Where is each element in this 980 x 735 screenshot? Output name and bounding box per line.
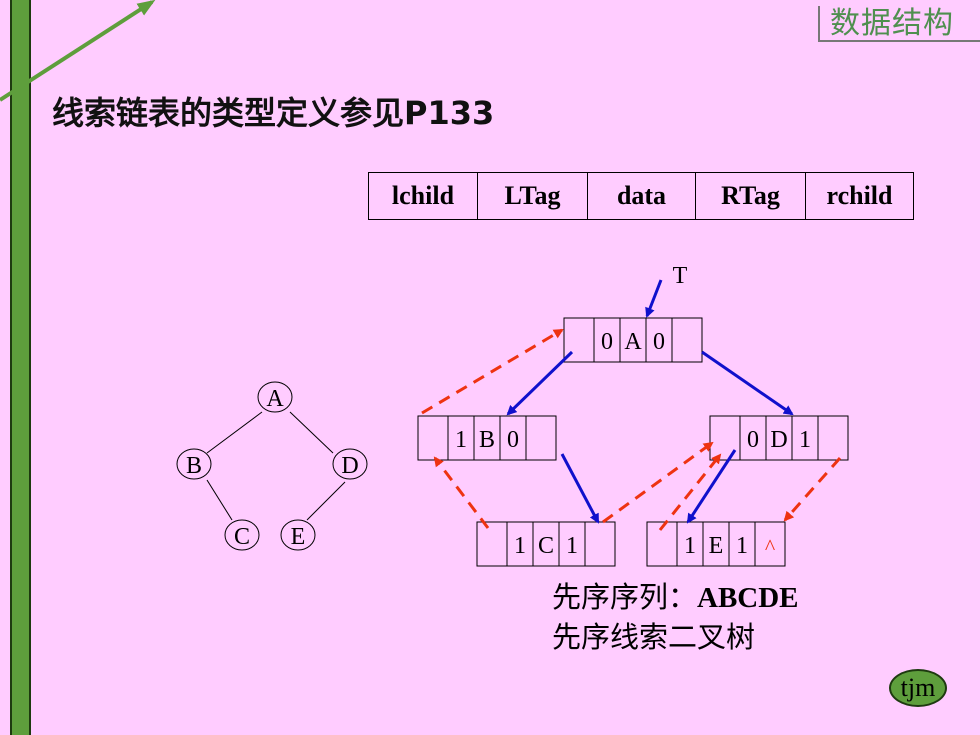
field-lchild: lchild <box>391 181 455 210</box>
tree-node-A: A <box>257 381 293 413</box>
thread-node-E-value-2: E <box>709 533 724 559</box>
field-ltag: LTag <box>477 173 587 219</box>
thread-node-A-cell-1: 0 <box>593 317 621 363</box>
svg-text:B: B <box>186 453 202 479</box>
thread-node-C-value-3: 1 <box>566 533 578 559</box>
thread-node-E-cell-1: 1 <box>676 521 704 567</box>
svg-text:C: C <box>234 524 250 550</box>
thread-node-A-cell-2: A <box>619 317 647 363</box>
thread-node-A-value-3: 0 <box>653 329 665 355</box>
tree-node-D: D <box>332 448 368 480</box>
field-rchild: rchild <box>805 173 913 219</box>
svg-text:E: E <box>291 524 306 550</box>
tree-edges <box>206 411 346 521</box>
thread-node-E-value-3: 1 <box>736 533 748 559</box>
thread-node-A-cell-3: 0 <box>645 317 673 363</box>
child-pointer-arrows <box>506 350 794 524</box>
thread-node-D-value-3: 1 <box>799 427 811 453</box>
thread-node-A-value-2: A <box>624 329 642 355</box>
thread-node-C-cell-3: 1 <box>558 521 586 567</box>
field-data: data <box>587 173 695 219</box>
tree-node-B: B <box>176 448 212 480</box>
thread-node-B-value-2: B <box>479 427 495 453</box>
thread-node-C-cell-0 <box>476 521 508 567</box>
author-badge: tjm <box>889 669 947 707</box>
thread-node-D-cell-1: 0 <box>739 415 767 461</box>
page-title: 线索链表的类型定义参见P133 <box>52 94 495 132</box>
svg-text:D: D <box>341 453 358 479</box>
thread-node-D-cell-2: D <box>765 415 793 461</box>
thread-node-E-cell-2: E <box>702 521 730 567</box>
thread-node-C-value-2: C <box>538 533 554 559</box>
thread-node-C-cell-4 <box>584 521 616 567</box>
decor-arrow <box>0 0 156 102</box>
thread-node-D-cell-3: 1 <box>791 415 819 461</box>
node-structure-table: lchild LTag data RTag rchild <box>368 172 914 220</box>
sequence-value: ABCDE <box>697 582 799 614</box>
thread-node-B-value-1: 1 <box>455 427 467 453</box>
svg-text:A: A <box>266 386 284 412</box>
thread-node-D-value-1: 0 <box>747 427 759 453</box>
thread-node-C-value-1: 1 <box>514 533 526 559</box>
thread-node-D-value-2: D <box>770 427 787 453</box>
thread-arrows <box>421 328 842 531</box>
tree-node-C: C <box>224 519 260 551</box>
thread-node-B-cell-3: 0 <box>499 415 527 461</box>
pointer-arrow-t <box>645 279 663 318</box>
field-rtag: RTag <box>695 173 805 219</box>
thread-node-B-cell-4 <box>525 415 557 461</box>
thread-node-E-value-4: ^ <box>765 534 776 559</box>
thread-node-D-cell-4 <box>817 415 849 461</box>
thread-node-C-cell-1: 1 <box>506 521 534 567</box>
thread-node-B-cell-1: 1 <box>447 415 475 461</box>
thread-node-B-cell-0 <box>417 415 449 461</box>
thread-node-E-cell-4: ^ <box>754 521 786 567</box>
thread-node-E-value-1: 1 <box>684 533 696 559</box>
thread-node-E-cell-3: 1 <box>728 521 756 567</box>
preorder-sequence: 先序序列：ABCDE <box>552 578 799 618</box>
sequence-prefix: 先序序列： <box>552 582 698 614</box>
thread-node-A-value-1: 0 <box>601 329 613 355</box>
left-decor-bar <box>10 0 31 735</box>
preorder-caption: 先序序列：ABCDE 先序线索二叉树 <box>552 578 799 658</box>
pointer-label-t: T <box>673 263 688 289</box>
thread-node-A-cell-4 <box>671 317 703 363</box>
thread-node-B-cell-2: B <box>473 415 501 461</box>
tree-caption: 先序线索二叉树 <box>552 622 756 654</box>
tree-node-E: E <box>280 519 316 551</box>
thread-node-D-cell-0 <box>709 415 741 461</box>
thread-node-B-value-3: 0 <box>507 427 519 453</box>
thread-node-C-cell-2: C <box>532 521 560 567</box>
course-brand: 数据结构 <box>818 6 980 42</box>
